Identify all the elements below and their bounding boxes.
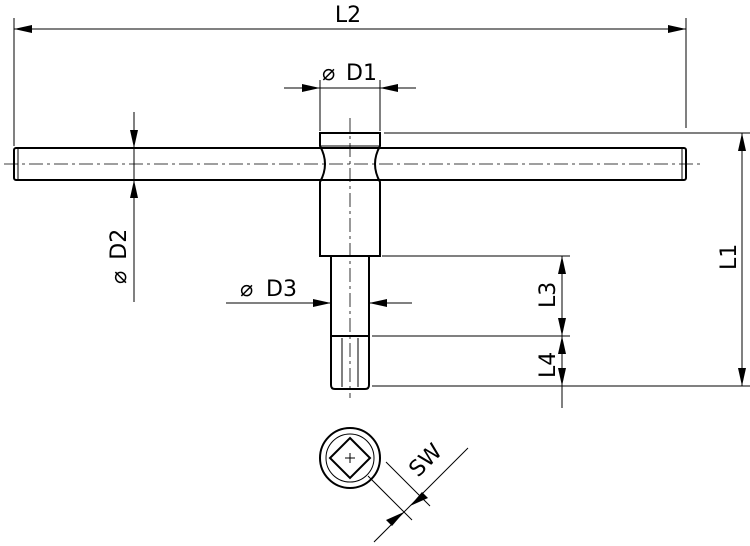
dimension-sw: SW — [367, 439, 469, 543]
label-d2-text: D2 — [107, 229, 132, 260]
dimension-d3: ⌀ D3 — [226, 277, 412, 307]
label-l3: L3 — [536, 282, 561, 308]
label-l2: L2 — [335, 3, 361, 28]
label-sw: SW — [405, 439, 448, 482]
label-d1: D1 — [346, 61, 377, 86]
end-view — [319, 427, 381, 489]
dimension-d2: ⌀ D2 — [107, 112, 138, 302]
diameter-symbol-d3: ⌀ — [240, 277, 253, 302]
label-l4: L4 — [536, 352, 561, 378]
square-drive-tip — [330, 335, 370, 390]
dimension-l2: L2 — [13, 3, 687, 146]
diameter-symbol-d2: ⌀ — [107, 271, 132, 284]
label-l1: L1 — [717, 244, 742, 270]
dimension-l3-l4: L3 L4 — [372, 255, 570, 408]
label-d3: D3 — [266, 277, 297, 302]
diameter-symbol-d1: ⌀ — [322, 61, 335, 86]
dimension-l1: L1 — [372, 132, 750, 387]
label-d2: ⌀ D2 — [107, 229, 132, 284]
dimension-d1: ⌀ D1 — [284, 61, 416, 131]
